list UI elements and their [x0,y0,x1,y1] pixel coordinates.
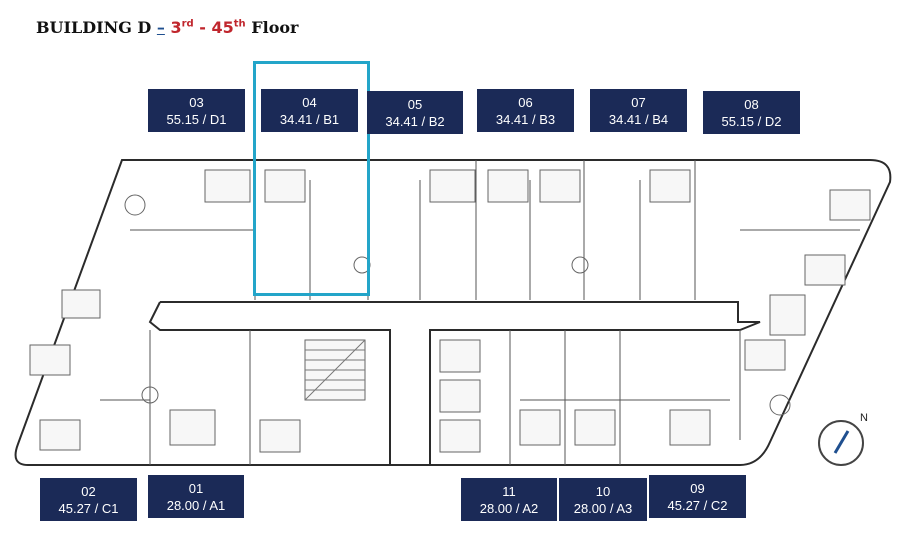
unit-label-05[interactable]: 05 34.41 / B2 [367,91,463,134]
unit-number: 02 [81,484,96,499]
unit-info: 55.15 / D1 [166,112,227,127]
unit-info: 28.00 / A2 [479,501,539,516]
selected-unit-highlight [253,61,370,296]
floor-to: 45th [211,18,246,37]
building-name: BUILDING D [36,18,152,37]
floor-word: Floor [251,18,299,37]
unit-info: 45.27 / C1 [58,501,119,516]
unit-number: 11 [502,484,516,499]
unit-number: 09 [690,481,705,496]
floor-separator: - [199,18,206,37]
unit-label-07[interactable]: 07 34.41 / B4 [590,89,687,132]
unit-info: 45.27 / C2 [667,498,728,513]
unit-number: 01 [188,481,204,496]
floor-from: 3rd [170,18,194,37]
unit-number: 06 [518,95,533,110]
unit-number: 08 [744,97,759,112]
unit-number: 05 [407,97,423,112]
unit-number: 03 [189,95,204,110]
unit-label-01[interactable]: 01 28.00 / A1 [148,475,244,518]
unit-info: 55.15 / D2 [721,114,782,129]
unit-info: 28.00 / A3 [573,501,633,516]
title-dash: – [156,18,165,37]
unit-label-03[interactable]: 03 55.15 / D1 [148,89,245,132]
unit-label-09[interactable]: 09 45.27 / C2 [649,475,746,518]
unit-number: 07 [631,95,646,110]
unit-info: 34.41 / B1 [279,112,340,127]
unit-label-02[interactable]: 02 45.27 / C1 [40,478,137,521]
unit-info: 28.00 / A1 [166,498,226,513]
unit-info: 34.41 / B2 [385,114,445,129]
unit-label-11[interactable]: 11 28.00 / A2 [461,478,557,521]
compass-north-label: N [860,412,868,424]
unit-label-08[interactable]: 08 55.15 / D2 [703,91,800,134]
unit-number: 10 [595,484,611,499]
unit-info: 34.41 / B3 [495,112,556,127]
compass-icon [818,420,864,466]
unit-label-10[interactable]: 10 28.00 / A3 [559,478,647,521]
unit-label-04[interactable]: 04 34.41 / B1 [261,89,358,132]
unit-info: 34.41 / B4 [608,112,669,127]
floor-title: BUILDING D – 3rd - 45th Floor [36,18,298,37]
unit-label-06[interactable]: 06 34.41 / B3 [477,89,574,132]
unit-number: 04 [302,95,317,110]
